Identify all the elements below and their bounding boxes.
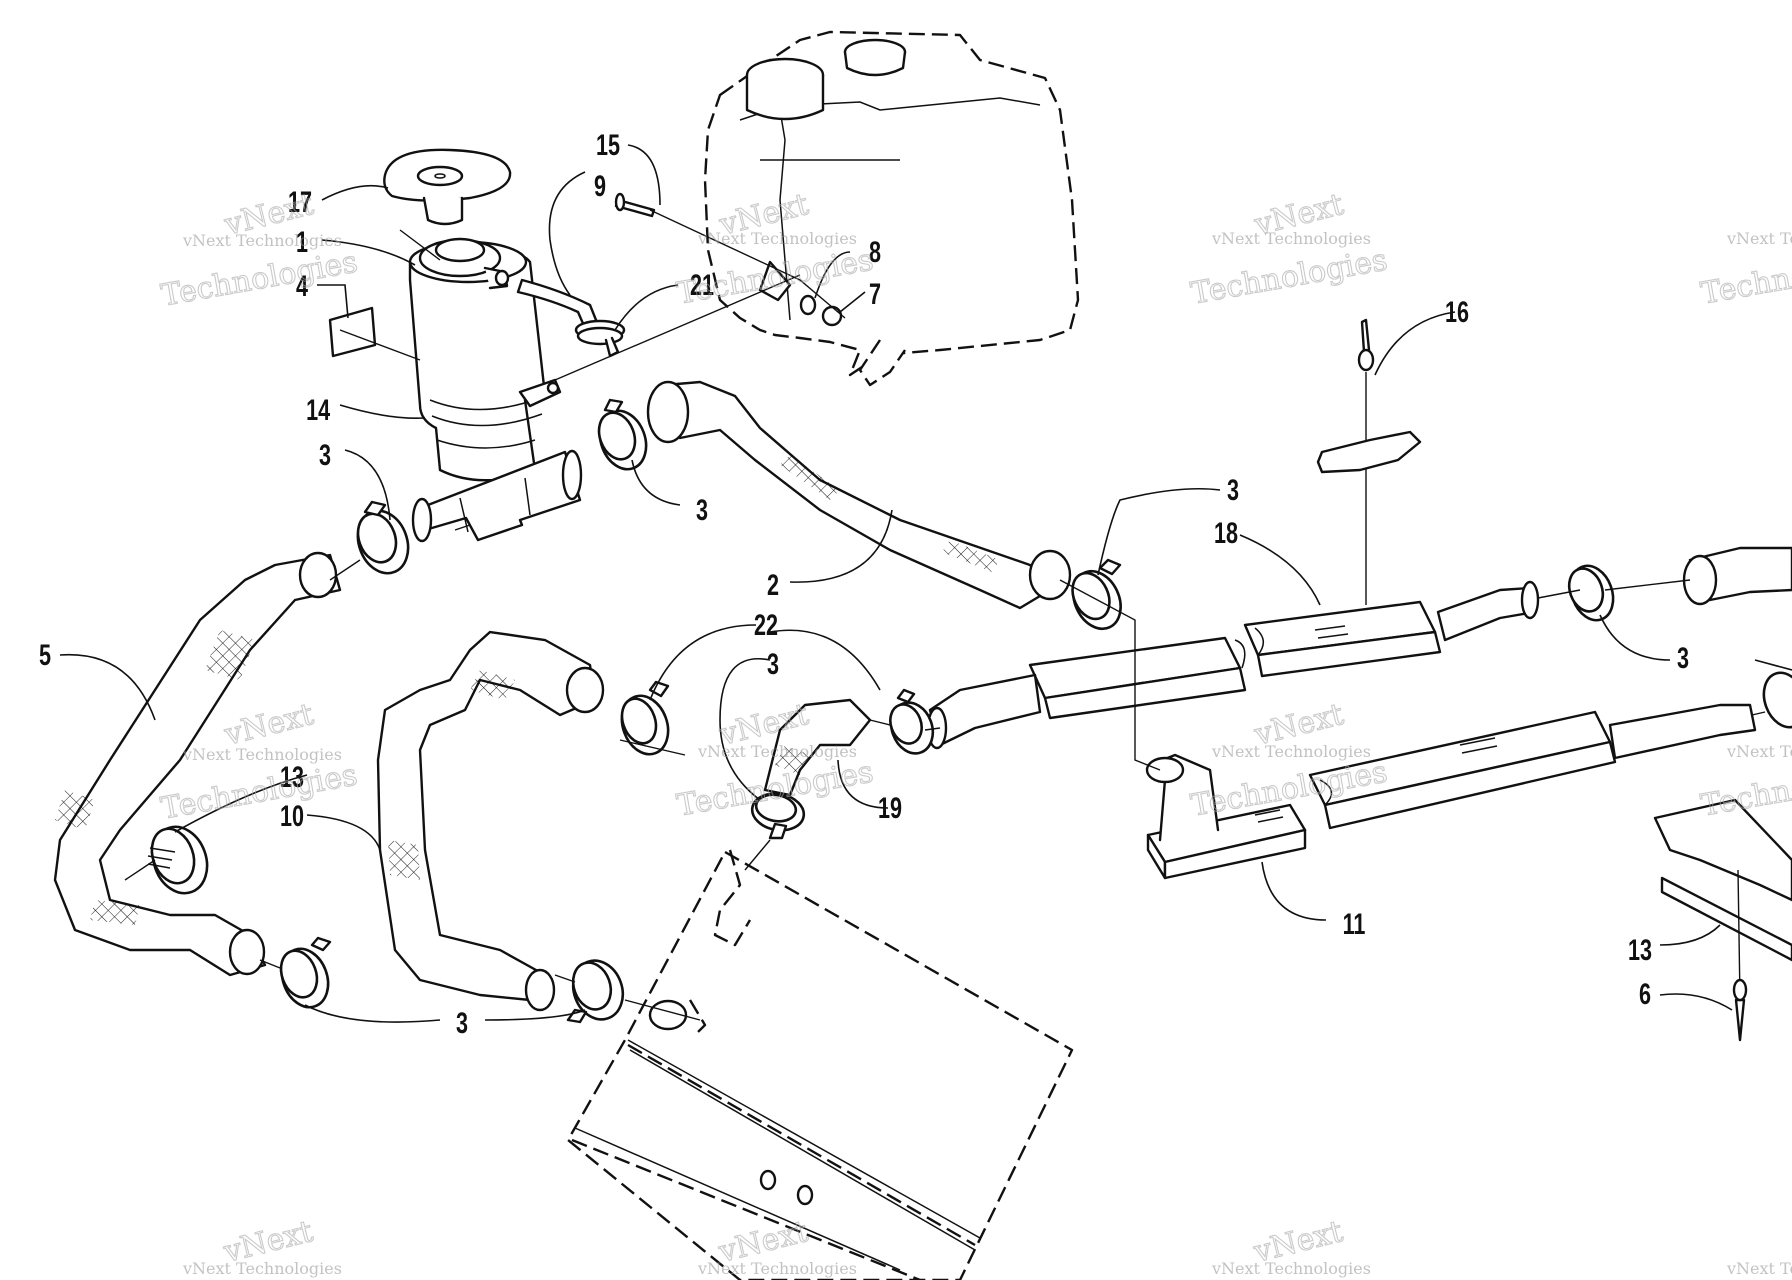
svg-text:vNext Technologies: vNext Technologies xyxy=(1211,229,1371,248)
heat-exchanger-lower xyxy=(1308,703,1757,830)
svg-text:vNext Technologies: vNext Technologies xyxy=(1211,742,1371,761)
overflow-tube xyxy=(516,278,626,358)
callout-22: 22 xyxy=(754,607,778,641)
temperature-sensor xyxy=(1316,318,1422,605)
callout-12: 14 xyxy=(306,392,330,426)
callout-3-d: 3 xyxy=(1677,640,1689,674)
callout-13: 13 xyxy=(280,759,304,793)
callout-3-f: 3 xyxy=(456,1005,468,1039)
hose-right xyxy=(1682,546,1792,606)
svg-text:vNext Technologies: vNext Technologies xyxy=(182,231,342,250)
hose-2 xyxy=(646,380,1072,610)
hose-clamp-22 xyxy=(620,680,670,756)
reservoir-bottle xyxy=(408,237,562,482)
svg-text:Technologies: Technologies xyxy=(1698,243,1792,312)
decal xyxy=(328,306,377,358)
callout-labels: 17 1 4 14 3 9 15 21 8 7 3 2 3 18 16 3 22… xyxy=(39,127,1689,1039)
tee-fitting xyxy=(411,449,583,543)
svg-text:vNext Technologies: vNext Technologies xyxy=(1211,1259,1371,1278)
callout-3-b: 3 xyxy=(696,492,708,526)
hose-10 xyxy=(376,630,605,1012)
hose-clamp xyxy=(356,500,410,575)
callout-8: 8 xyxy=(869,234,881,268)
callout-11: 11 xyxy=(1343,906,1366,940)
callout-4: 4 xyxy=(296,268,308,302)
callout-6: 6 xyxy=(1639,976,1651,1010)
hose-clamp xyxy=(566,959,625,1024)
svg-text:Technologies: Technologies xyxy=(158,758,360,827)
heat-exchanger-upper xyxy=(926,580,1540,750)
callout-1: 1 xyxy=(296,224,308,258)
mounting-bracket xyxy=(1653,798,1792,1042)
svg-text:Technologies: Technologies xyxy=(159,245,361,314)
elbow-fitting xyxy=(1145,753,1307,880)
callout-7: 7 xyxy=(869,276,881,310)
callout-5: 5 xyxy=(39,637,51,671)
callout-17: 17 xyxy=(288,184,312,218)
hose-clamp xyxy=(889,688,935,755)
hose-clamp xyxy=(597,398,648,471)
radiator xyxy=(566,849,1074,1280)
svg-text:vNext Technologies: vNext Technologies xyxy=(182,745,342,764)
svg-text:vNext Technologies: vNext Technologies xyxy=(1726,1259,1792,1278)
svg-text:vNext Technologies: vNext Technologies xyxy=(182,1259,342,1278)
callout-3-c: 3 xyxy=(1227,472,1239,506)
hose-clamp xyxy=(1567,564,1615,622)
svg-text:vNext Technologies: vNext Technologies xyxy=(1726,229,1792,248)
svg-text:vNext Technologies: vNext Technologies xyxy=(697,229,857,248)
hose-clamp xyxy=(1762,671,1792,729)
hose-clamp xyxy=(1071,558,1122,631)
callout-14: 13 xyxy=(1628,932,1652,966)
callout-10: 10 xyxy=(280,798,304,832)
callout-9: 9 xyxy=(594,168,606,202)
callout-18: 18 xyxy=(1214,515,1238,549)
hose-clamp xyxy=(750,792,806,840)
hose-clamp-13 xyxy=(147,825,209,895)
hose-clamp xyxy=(279,936,332,1009)
callout-16: 16 xyxy=(1445,294,1469,328)
callout-3-a: 3 xyxy=(319,437,331,471)
callout-2: 2 xyxy=(767,567,779,601)
radiator-cap xyxy=(383,148,512,226)
svg-text:vNext Technologies: vNext Technologies xyxy=(697,1259,857,1278)
svg-text:Technologies: Technologies xyxy=(1698,755,1792,824)
svg-text:vNext Technologies: vNext Technologies xyxy=(1726,742,1792,761)
callout-3-e: 3 xyxy=(767,646,779,680)
callout-21: 21 xyxy=(690,267,714,301)
callout-19: 19 xyxy=(878,790,902,824)
assembly-lines xyxy=(124,209,1766,1021)
coolant-tank xyxy=(703,30,1080,387)
leader-lines xyxy=(59,144,1792,1023)
svg-text:vNext Technologies: vNext Technologies xyxy=(697,742,857,761)
svg-text:Technologies: Technologies xyxy=(1188,243,1390,312)
hose-5 xyxy=(53,551,342,977)
callout-15: 15 xyxy=(596,127,620,161)
